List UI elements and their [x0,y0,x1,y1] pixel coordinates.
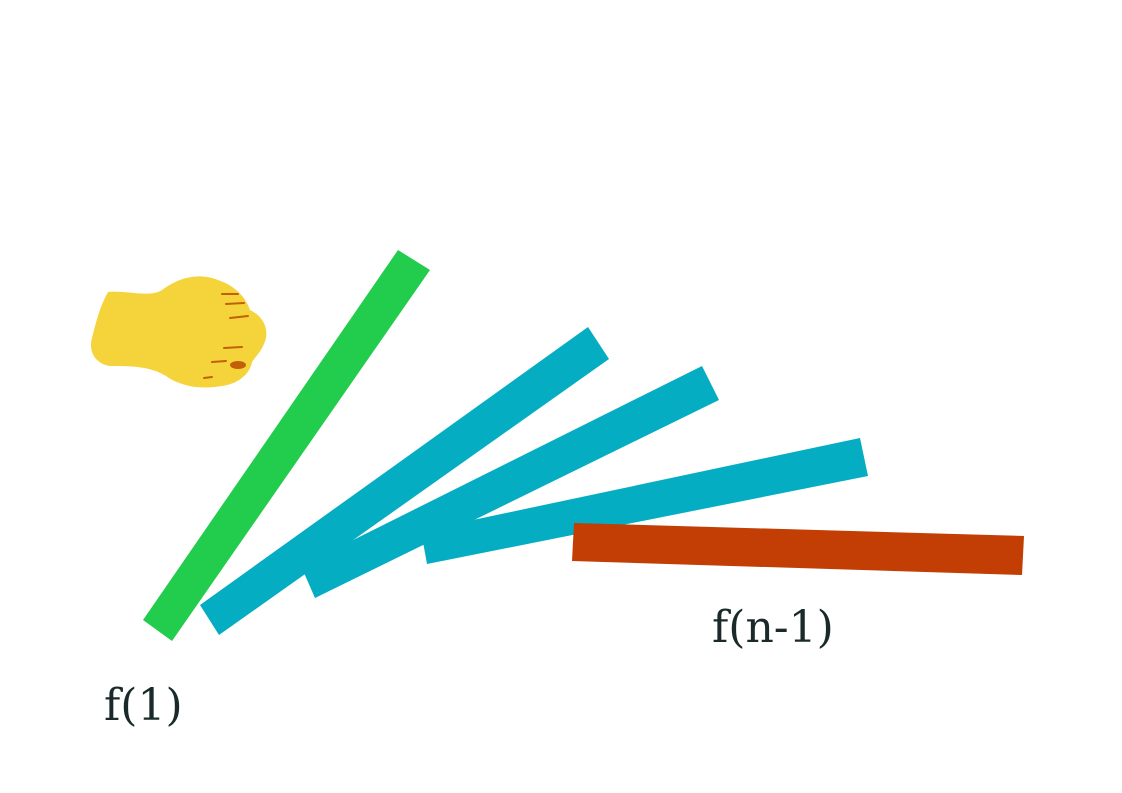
knuckle-lines [203,293,249,379]
domino-middle-3 [421,438,868,564]
fist-shape [90,276,267,388]
domino-first [143,250,430,641]
domino-middle-1 [200,327,609,635]
label-last-domino: f(n-1) [712,602,834,653]
domino-middle-2 [301,366,719,598]
label-first-domino: f(1) [104,680,183,731]
dominoes [143,250,1024,641]
fist-icon [90,276,267,388]
domino-last [572,523,1024,575]
thumb-nail [230,361,246,369]
